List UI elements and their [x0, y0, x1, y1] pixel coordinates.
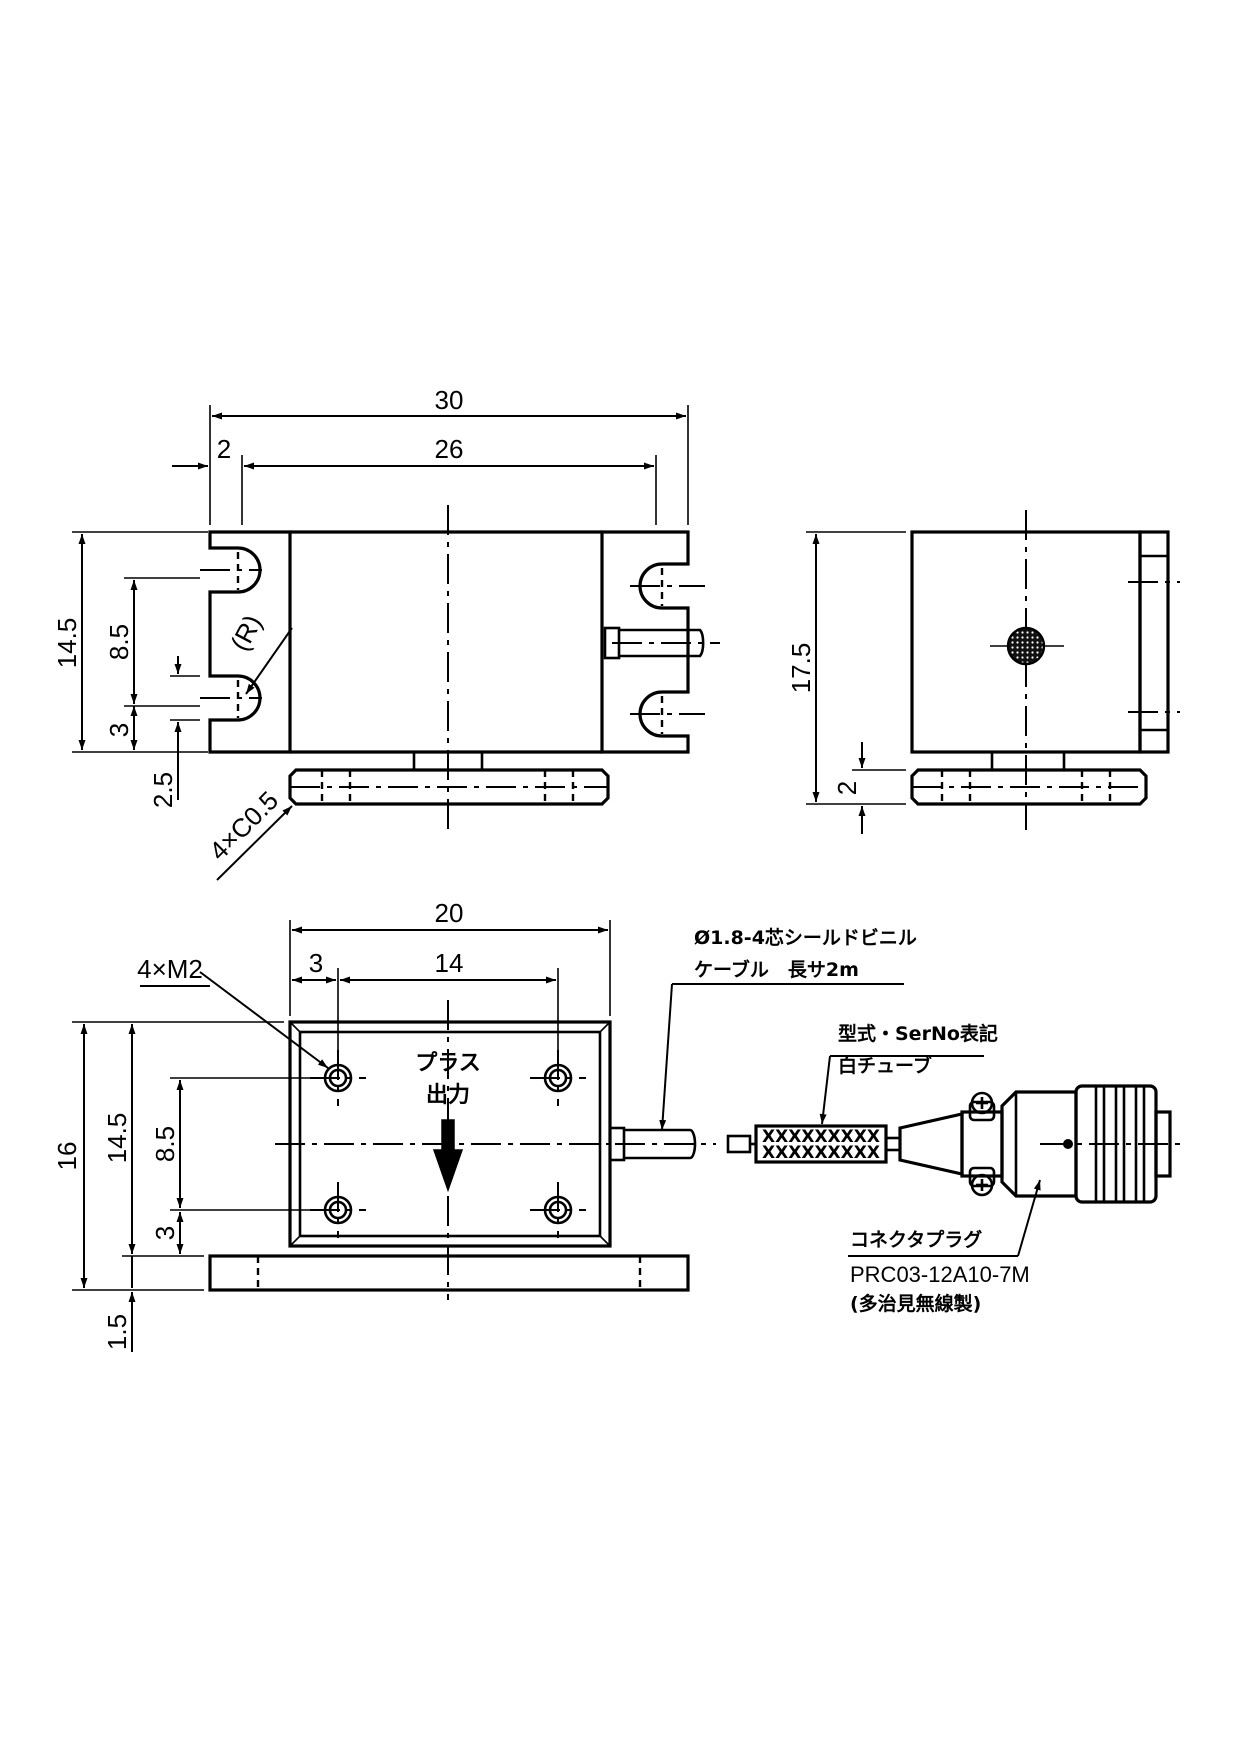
dim-slot-pitch: 8.5 [104, 624, 134, 660]
thread-leader [199, 971, 329, 1069]
cable-end [726, 1134, 752, 1154]
dim-overall-depth: 16 [52, 1142, 82, 1171]
output-arrow-icon [432, 1119, 464, 1193]
cable-stub [619, 628, 705, 658]
dim-overall-width: 30 [435, 385, 464, 415]
dim-base-width: 20 [435, 898, 464, 928]
cable-spec-line2: ケーブル 長サ2m [694, 958, 859, 981]
dim-side-height: 17.5 [786, 643, 816, 694]
output-label-output: 出力 [426, 1083, 470, 1108]
dim-side-base: 2 [832, 781, 862, 795]
connector-label-leader [1017, 1179, 1041, 1257]
dim-body-depth: 14.5 [102, 1113, 132, 1164]
front-body-right-outline [600, 530, 690, 754]
dim-flange-thickness: 1.5 [102, 1314, 132, 1350]
marker-tube [754, 1124, 888, 1164]
corner-line [599, 1021, 611, 1033]
connector-key-dot [1063, 1139, 1073, 1149]
connector-clamp [960, 1110, 1004, 1178]
dim-top-hole-offset-y: 3 [150, 1226, 180, 1240]
marker-tube-row1: XXXXXXXXX [762, 1127, 880, 1147]
cable-spec-leader [659, 983, 673, 1131]
dim-radius: (R) [224, 610, 267, 656]
dim-overall-height: 14.5 [52, 618, 82, 669]
front-view: 30 26 2 14.5 8.5 3 2.5 (R) 4×C0.5 [52, 385, 720, 881]
cable-stub [624, 1128, 697, 1160]
connector-label-line2: PRC03-12A10-7M [850, 1262, 1030, 1287]
connector-strain-relief [898, 1111, 964, 1177]
m2-hole [530, 1182, 586, 1238]
front-body-outline [208, 530, 292, 754]
tube-label-line1: 型式・SerNo表記 [838, 1022, 998, 1045]
thread-callout: 4×M2 [137, 954, 203, 984]
dim-top-hole-offset: 3 [309, 948, 323, 978]
dim-slot-offset: 3 [104, 723, 134, 737]
screw-icon [970, 1173, 994, 1197]
connector-label-line3: (多治見無線製) [850, 1292, 981, 1315]
corner-line [289, 1021, 301, 1033]
side-flange [1138, 530, 1170, 754]
tube-label-leader [819, 1055, 831, 1125]
top-view: プラス 出力 20 14 3 4×M2 16 14.5 [52, 898, 716, 1352]
connector-label-line1: コネクタプラグ [850, 1228, 982, 1251]
marker-tube-row2: XXXXXXXXX [762, 1143, 880, 1163]
dim-edge-offset: 2 [217, 434, 231, 464]
corner-line [289, 1235, 301, 1247]
top-body-inner [298, 1030, 602, 1238]
output-label-plus: プラス [415, 1051, 481, 1076]
side-base-plate [910, 768, 1148, 806]
front-base-plate [288, 768, 610, 806]
cable-spec-line1: Ø1.8-4芯シールドビニル [694, 926, 917, 949]
dim-top-hole-pitch-y: 8.5 [150, 1126, 180, 1162]
side-neck [990, 750, 1066, 772]
side-view: 17.5 2 [786, 510, 1180, 834]
screw-icon [970, 1091, 994, 1115]
corner-line [599, 1235, 611, 1247]
chamfer-leader [216, 805, 293, 881]
dim-base-thickness: 2.5 [148, 772, 178, 808]
cable-assembly: Ø1.8-4芯シールドビニル ケーブル 長サ2m XXXXXXXXX XXXXX… [659, 926, 1180, 1315]
dim-top-hole-pitch: 14 [435, 948, 464, 978]
tube-label-line2: 白チューブ [838, 1054, 932, 1077]
radius-leader [245, 627, 293, 695]
cable-end-circle [1006, 626, 1046, 666]
dim-hole-pitch: 26 [435, 434, 464, 464]
